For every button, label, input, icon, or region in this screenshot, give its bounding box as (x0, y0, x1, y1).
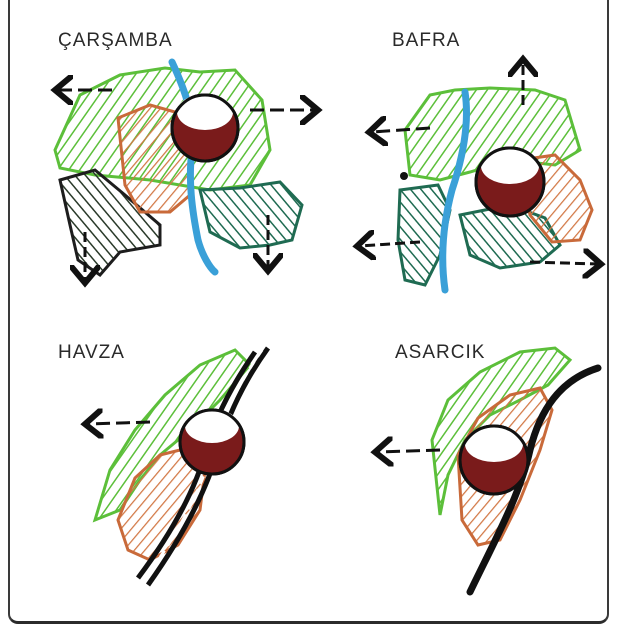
arrow-west (378, 450, 440, 452)
panel-label-asarcik: ASARCIK (395, 342, 485, 364)
panel-bafra (360, 62, 598, 290)
arrow-west (88, 422, 150, 424)
panel-havza (88, 348, 268, 585)
panel-asarcik (378, 348, 598, 592)
panel-label-havza: HAVZA (58, 342, 125, 364)
panel-carsamba (55, 62, 315, 280)
teal-zone (200, 182, 302, 248)
panel-label-bafra: BAFRA (392, 30, 460, 52)
panel-label-carsamba: ÇARŞAMBA (58, 30, 173, 52)
